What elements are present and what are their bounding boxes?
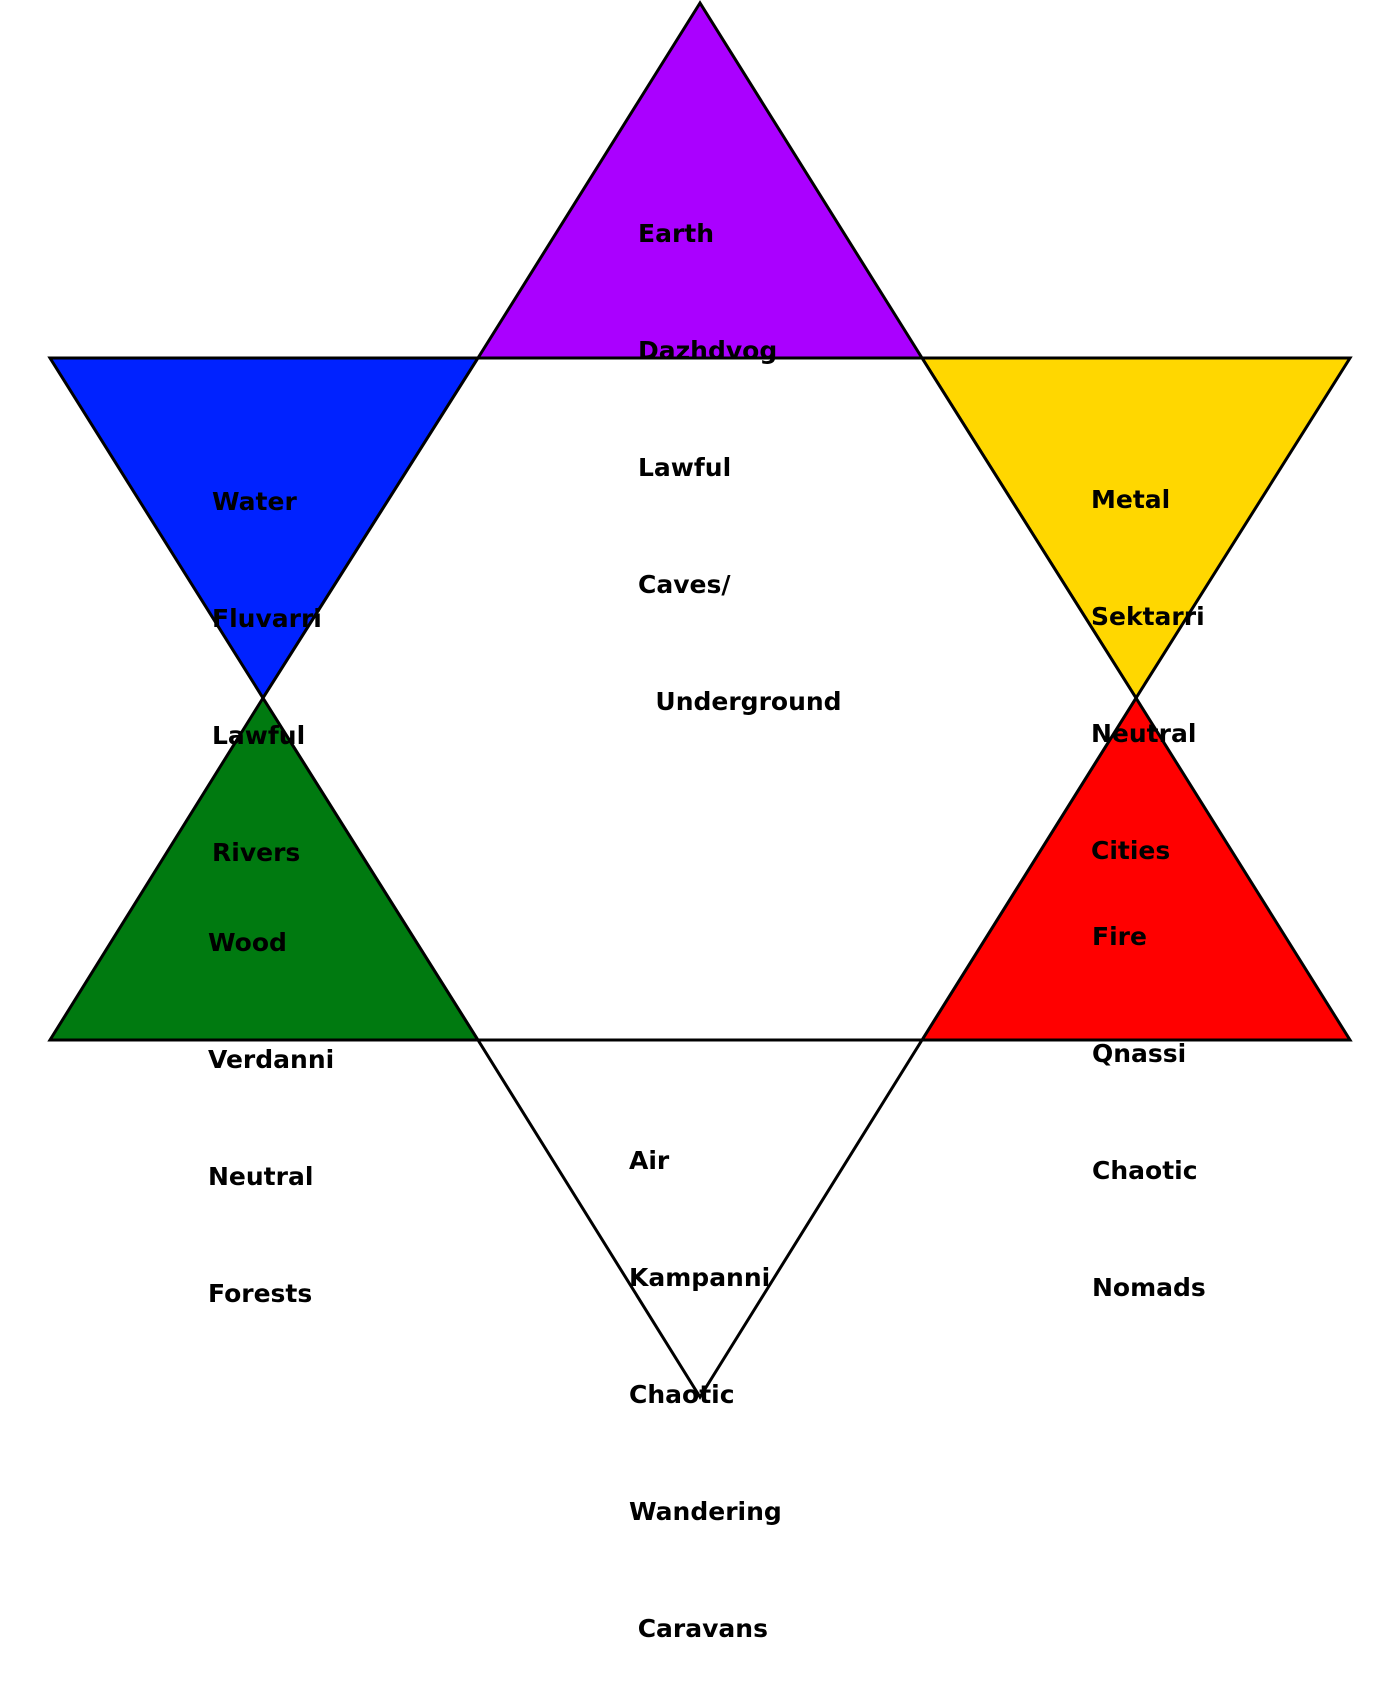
earth-label: Earth Dazhdvog Lawful Caves/ Underground bbox=[638, 136, 842, 760]
air-habitat-line-2: Caravans bbox=[629, 1614, 768, 1643]
fire-label: Fire Qnassi Chaotic Nomads bbox=[1092, 839, 1206, 1346]
water-habitat: Rivers bbox=[212, 838, 301, 867]
wood-element: Wood bbox=[208, 928, 287, 957]
water-people: Fluvarri bbox=[212, 604, 322, 633]
fire-alignment: Chaotic bbox=[1092, 1156, 1198, 1185]
hexagon-center bbox=[261, 356, 1138, 1042]
earth-alignment: Lawful bbox=[638, 453, 732, 482]
earth-habitat-line-2: Underground bbox=[638, 687, 842, 716]
metal-alignment: Neutral bbox=[1091, 719, 1197, 748]
wood-habitat: Forests bbox=[208, 1279, 313, 1308]
wood-label: Wood Verdanni Neutral Forests bbox=[208, 845, 334, 1352]
wood-alignment: Neutral bbox=[208, 1162, 314, 1191]
metal-label: Metal Sektarri Neutral Cities bbox=[1091, 402, 1205, 909]
air-habitat-line-1: Wandering bbox=[629, 1497, 782, 1526]
earth-people: Dazhdvog bbox=[638, 336, 778, 365]
fire-habitat: Nomads bbox=[1092, 1273, 1206, 1302]
fire-people: Qnassi bbox=[1092, 1039, 1187, 1068]
metal-people: Sektarri bbox=[1091, 602, 1205, 631]
metal-element: Metal bbox=[1091, 485, 1171, 514]
hexagram-diagram bbox=[47, 0, 1353, 1400]
water-element: Water bbox=[212, 487, 297, 516]
air-alignment: Chaotic bbox=[629, 1380, 735, 1409]
air-people: Kampanni bbox=[629, 1263, 771, 1292]
water-label: Water Fluvarri Lawful Rivers bbox=[212, 404, 322, 911]
air-element: Air bbox=[629, 1146, 670, 1175]
wood-people: Verdanni bbox=[208, 1045, 335, 1074]
earth-element: Earth bbox=[638, 219, 715, 248]
water-alignment: Lawful bbox=[212, 721, 306, 750]
fire-element: Fire bbox=[1092, 922, 1147, 951]
metal-habitat: Cities bbox=[1091, 836, 1171, 865]
air-label: Air Kampanni Chaotic Wandering Caravans bbox=[629, 1063, 782, 1687]
earth-habitat-line-1: Caves/ bbox=[638, 570, 731, 599]
